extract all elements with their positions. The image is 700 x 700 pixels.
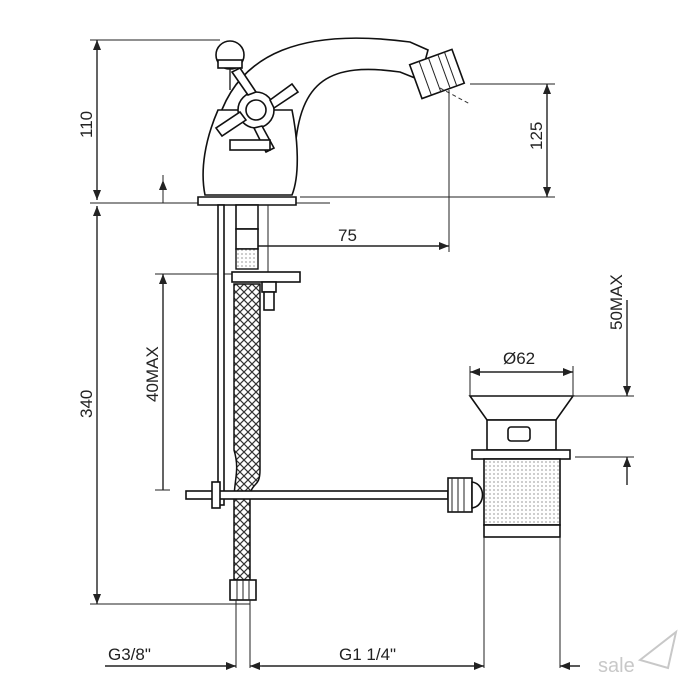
dimension-340-label: 340: [77, 390, 96, 418]
dimension-110-label: 110: [77, 111, 96, 138]
dimension-340: 340: [77, 206, 250, 605]
pop-up-rod: [185, 481, 449, 509]
dimension-125: 125: [300, 83, 555, 198]
dimension-g38: G3/8": [105, 645, 262, 670]
dimension-75: 75: [255, 90, 450, 252]
dimension-50max: 50MAX: [560, 274, 634, 485]
pop-up-waste: [447, 395, 575, 538]
aerator: [408, 48, 466, 100]
dimension-diameter-62: Ø62: [469, 349, 574, 396]
supply-hose: [217, 204, 301, 668]
dimension-75-label: 75: [338, 226, 357, 245]
cross-handle-icon: [214, 66, 300, 154]
dimension-125-label: 125: [527, 122, 546, 150]
dimension-diameter-62-label: Ø62: [503, 349, 535, 368]
dimension-40max: 40MAX: [143, 273, 240, 491]
dimension-g38-label: G3/8": [108, 645, 151, 664]
dimension-110: 110: [77, 39, 220, 200]
watermark-logo: sale: [598, 629, 678, 677]
dimension-g114: G1 1/4": [262, 537, 580, 670]
dimension-40max-label: 40MAX: [143, 346, 162, 402]
mixer-body: [197, 37, 471, 206]
watermark-text: sale: [598, 655, 635, 677]
dimension-50max-label: 50MAX: [607, 274, 626, 330]
dimension-g114-label: G1 1/4": [339, 645, 396, 664]
